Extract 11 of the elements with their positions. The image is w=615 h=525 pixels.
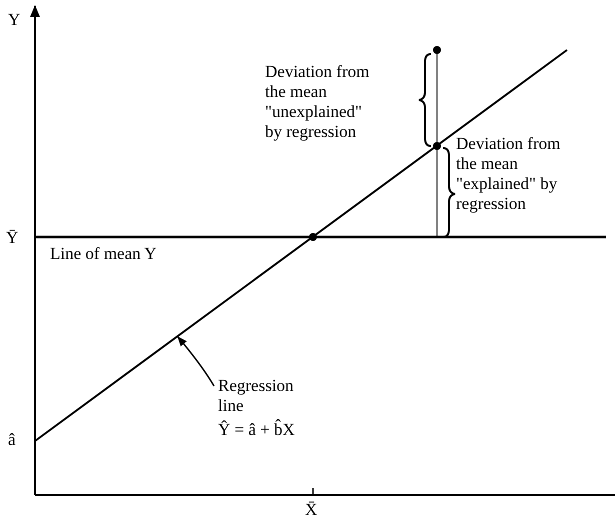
callout-label: Regression line (218, 376, 295, 416)
regression-line (34, 49, 568, 442)
axis-label: Ȳ (6, 228, 20, 248)
axis-label: X̄ (305, 500, 318, 520)
leader-line (177, 336, 215, 386)
line-label: Line of mean Y (50, 244, 158, 264)
regression-equation: Ŷ = â + b̂X (218, 420, 296, 440)
annotation: Deviation from the mean "explained" by regression (456, 134, 562, 214)
annotation: Deviation from the mean "unexplained" by regression (265, 62, 370, 142)
axis-label: Y (8, 10, 22, 30)
axis-label: â (8, 430, 17, 450)
